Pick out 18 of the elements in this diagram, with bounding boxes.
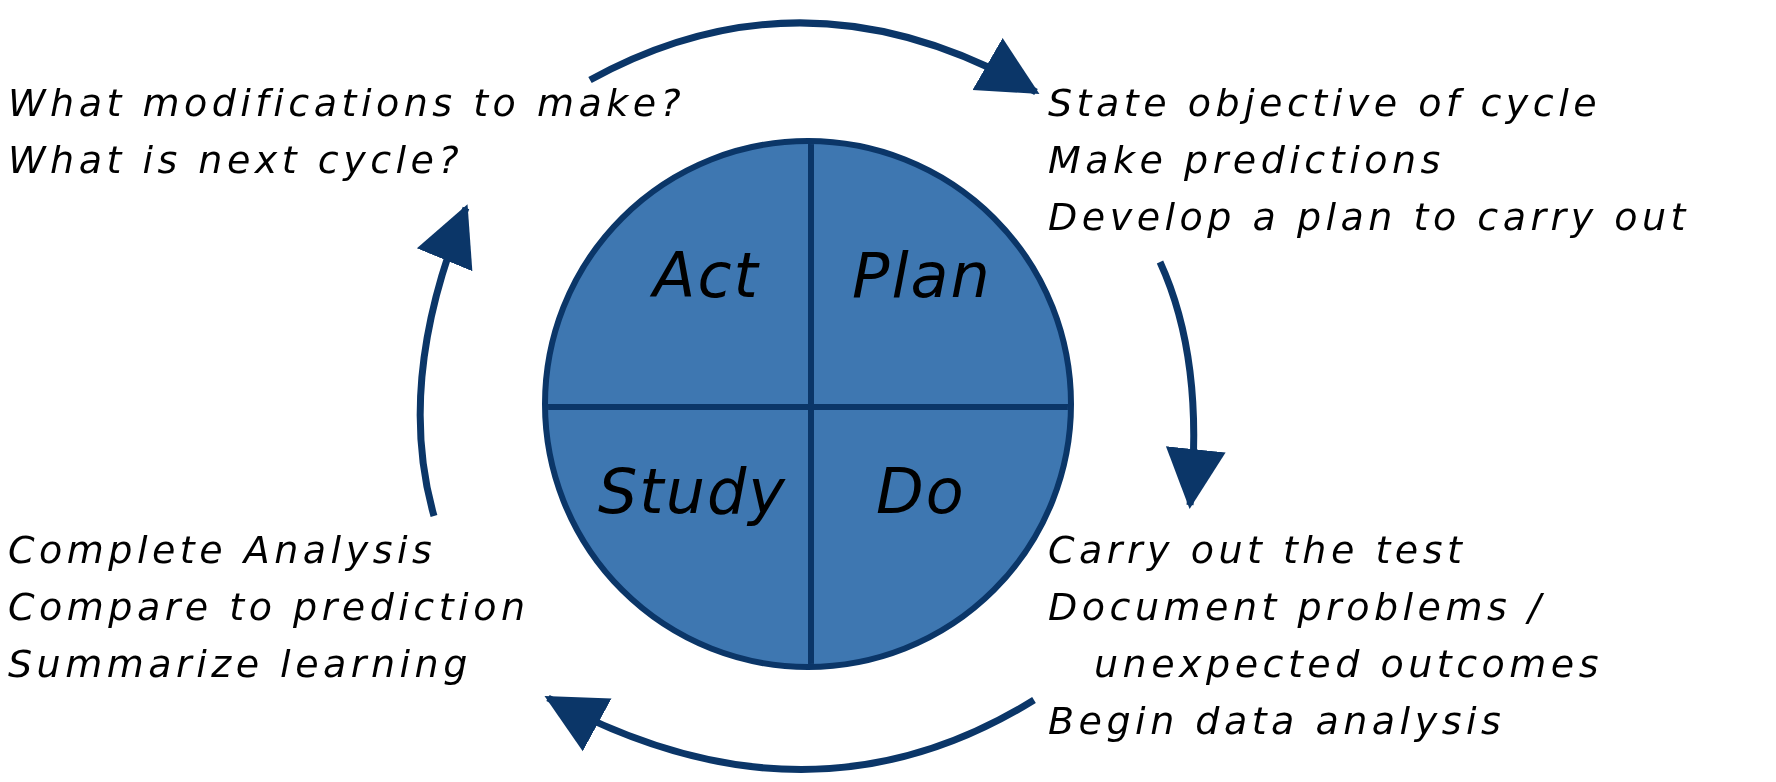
step-text: Begin data analysis [1048,698,1507,745]
step-text: What is next cycle? [8,137,465,184]
cycle-arrow [416,204,474,517]
step-text: Summarize learning [8,641,473,688]
cycle-arrow [588,19,1040,96]
step-text: Make predictions [1048,137,1446,184]
quadrant-label: Plan [852,239,992,312]
step-text: Complete Analysis [8,527,438,574]
cycle-arrow [544,694,1036,773]
cycle-arrow [1156,260,1225,509]
quadrant-label: Study [598,455,787,528]
step-text: Develop a plan to carry out [1048,194,1691,241]
step-text: State objective of cycle [1048,80,1603,127]
quadrant-label: Do [876,455,966,528]
step-text: Compare to prediction [8,584,531,631]
step-text: What modifications to make? [8,80,687,127]
step-text: Document problems / unexpected outcomes [1048,584,1604,688]
step-text: Carry out the test [1048,527,1468,574]
